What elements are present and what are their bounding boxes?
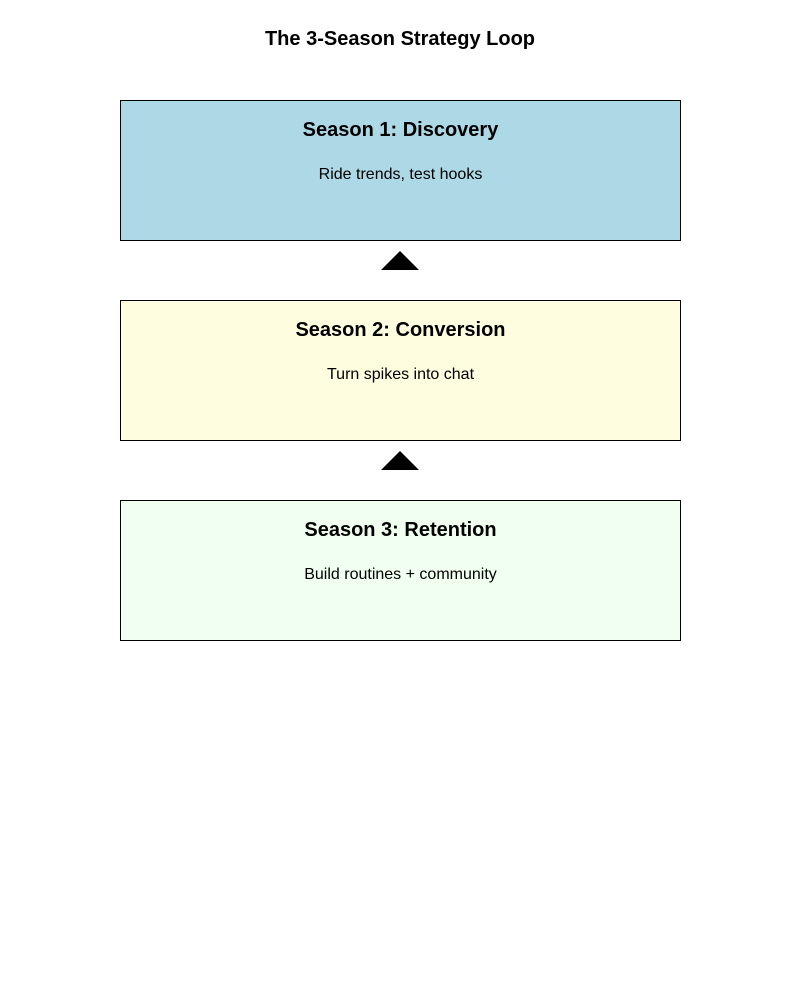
season-1-description: Ride trends, test hooks bbox=[318, 166, 483, 183]
season-2-heading: Season 2: Conversion bbox=[295, 319, 506, 341]
season-2-box: Season 2: Conversion Turn spikes into ch… bbox=[120, 300, 681, 441]
diagram-title: The 3-Season Strategy Loop bbox=[264, 28, 536, 50]
season-3-heading: Season 3: Retention bbox=[304, 519, 497, 541]
arrow-up-icon bbox=[381, 451, 419, 470]
season-1-box: Season 1: Discovery Ride trends, test ho… bbox=[120, 100, 681, 241]
season-2-description: Turn spikes into chat bbox=[326, 366, 475, 383]
season-3-box: Season 3: Retention Build routines + com… bbox=[120, 500, 681, 641]
season-1-heading: Season 1: Discovery bbox=[302, 119, 499, 141]
season-3-description: Build routines + community bbox=[304, 566, 497, 583]
arrow-up-icon bbox=[381, 251, 419, 270]
